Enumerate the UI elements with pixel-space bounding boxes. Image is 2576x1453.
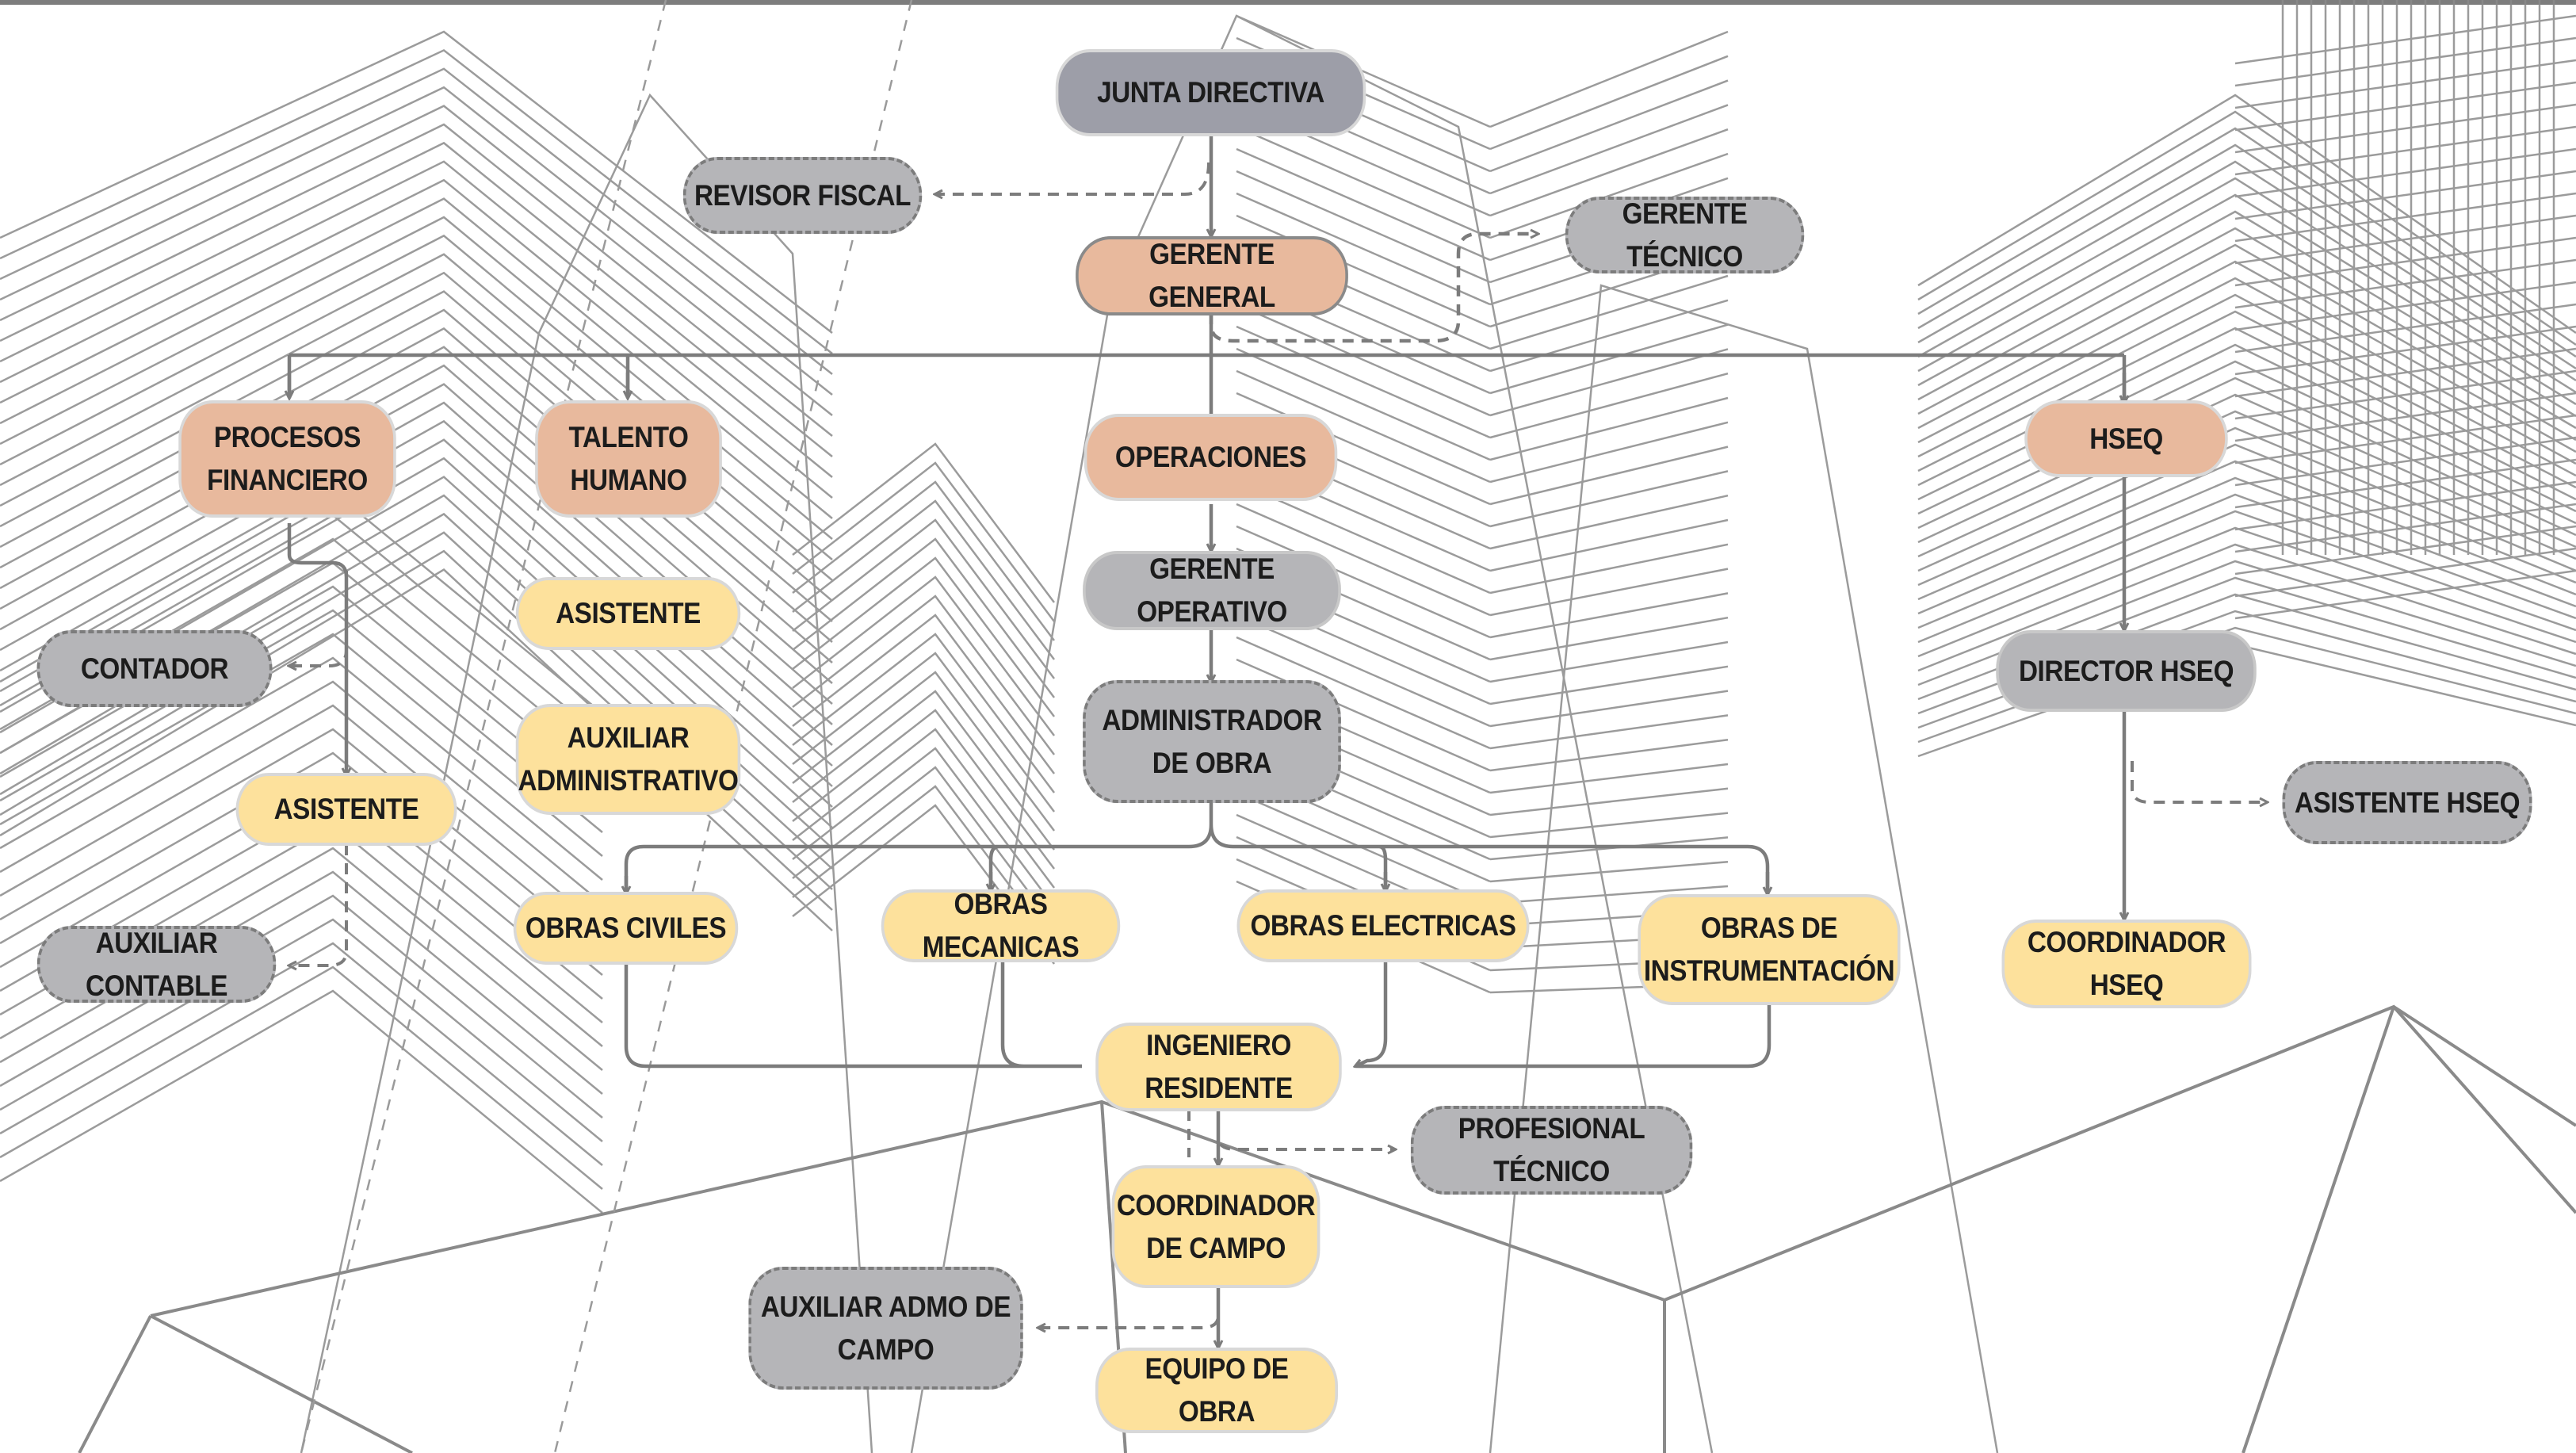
link-ingeniero-profesional: [1217, 1126, 1395, 1149]
node-revisor-fiscal[interactable]: REVISOR FISCAL: [682, 157, 923, 234]
node-director-hseq[interactable]: DIRECTOR HSEQ: [1996, 630, 2257, 712]
link-coord-auxiliar: [1038, 1300, 1220, 1328]
top-border: [0, 0, 2576, 5]
node-asistente-hseq[interactable]: ASISTENTE HSEQ: [2282, 761, 2532, 844]
link-obras-ingeniero: [624, 961, 1771, 1066]
link-director-asistente: [2131, 761, 2267, 802]
node-operaciones[interactable]: OPERACIONES: [1084, 414, 1338, 501]
node-auxiliar-admo-campo[interactable]: AUXILIAR ADMO DE CAMPO: [748, 1267, 1023, 1390]
link-procesos-asistente: [287, 523, 346, 775]
node-procesos-financiero[interactable]: PROCESOS FINANCIERO: [178, 400, 396, 518]
node-obras-civiles[interactable]: OBRAS CIVILES: [513, 892, 739, 965]
node-administrador-obra[interactable]: ADMINISTRADOR DE OBRA: [1083, 680, 1341, 803]
node-coordinador-campo[interactable]: COORDINADOR DE CAMPO: [1111, 1165, 1320, 1288]
link-gerente-branches: [287, 313, 2124, 414]
link-gerente-cross: [1209, 234, 1538, 343]
link-asistente-auxcont: [289, 844, 348, 965]
node-auxiliar-administrativo[interactable]: AUXILIAR ADMINISTRATIVO: [515, 704, 741, 815]
node-ingeniero-residente[interactable]: INGENIERO RESIDENTE: [1095, 1023, 1342, 1111]
node-obras-mecanicas[interactable]: OBRAS MECANICAS: [881, 888, 1121, 963]
node-obras-electricas[interactable]: OBRAS ELECTRICAS: [1236, 889, 1530, 962]
node-coordinador-hseq[interactable]: COORDINADOR HSEQ: [2001, 920, 2252, 1008]
node-auxiliar-contable[interactable]: AUXILIAR CONTABLE: [36, 926, 277, 1003]
node-equipo-obra[interactable]: EQUIPO DE OBRA: [1095, 1348, 1338, 1433]
link-junta-revisor: [935, 162, 1210, 194]
node-obras-instrumentacion[interactable]: OBRAS DE INSTRUMENTACIÓN: [1638, 894, 1901, 1005]
node-gerente-tecnico[interactable]: GERENTE TÉCNICO: [1565, 197, 1805, 273]
node-profesional-tecnico[interactable]: PROFESIONAL TÉCNICO: [1410, 1106, 1693, 1195]
node-contador[interactable]: CONTADOR: [36, 630, 273, 707]
node-talento-humano[interactable]: TALENTO HUMANO: [535, 400, 722, 518]
node-junta-directiva[interactable]: JUNTA DIRECTIVA: [1055, 49, 1366, 136]
node-asistente-financiero[interactable]: ASISTENTE: [235, 773, 457, 846]
node-hseq[interactable]: HSEQ: [2024, 400, 2228, 477]
node-asistente-talento[interactable]: ASISTENTE: [515, 577, 741, 650]
node-gerente-operativo[interactable]: GERENTE OPERATIVO: [1083, 551, 1341, 630]
link-procesos-contador: [289, 571, 348, 666]
link-admin-obras: [624, 802, 1770, 894]
node-gerente-general[interactable]: GERENTE GENERAL: [1076, 236, 1348, 315]
